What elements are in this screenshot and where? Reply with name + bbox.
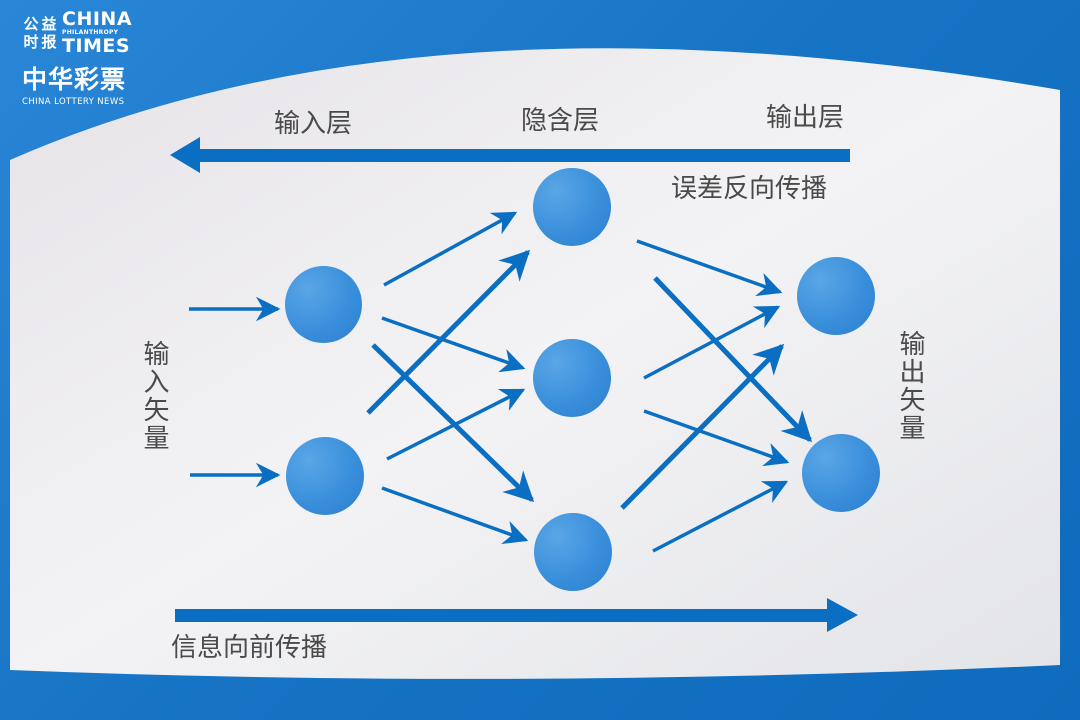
logo-title-bottom: TIMES	[62, 35, 131, 57]
output-vector-label: 输出矢量	[895, 330, 925, 442]
output-layer-label: 输出层	[766, 103, 845, 133]
backprop-label: 误差反向传播	[671, 174, 828, 204]
hidden-node-1	[533, 168, 611, 246]
hidden-layer-label: 隐含层	[521, 106, 600, 136]
forward-arrow	[175, 598, 858, 632]
output-node-1	[797, 257, 875, 335]
logo-cjk-mark: 公 益 时 报	[23, 15, 57, 51]
lottery-logo-en: CHINA LOTTERY NEWS	[22, 97, 125, 107]
input-layer-label: 输入层	[274, 109, 353, 139]
logo-title-mid: PHILANTHROPY	[62, 29, 119, 36]
backprop-arrow	[170, 137, 850, 173]
hidden-node-2	[533, 339, 611, 417]
connections	[189, 211, 813, 553]
output-node-2	[802, 434, 880, 512]
input-node-2	[286, 437, 364, 515]
forward-label: 信息向前传播	[171, 633, 328, 663]
lottery-logo-cn: 中华彩票	[22, 65, 127, 94]
publisher-logo: 公 益 时 报 CHINA PHILANTHROPY TIMES 中华彩票 CH…	[22, 8, 133, 108]
hidden-node-3	[534, 513, 612, 591]
input-vector-label: 输入矢量	[139, 340, 169, 452]
logo-title-top: CHINA	[62, 8, 133, 30]
input-node-1	[285, 266, 362, 343]
